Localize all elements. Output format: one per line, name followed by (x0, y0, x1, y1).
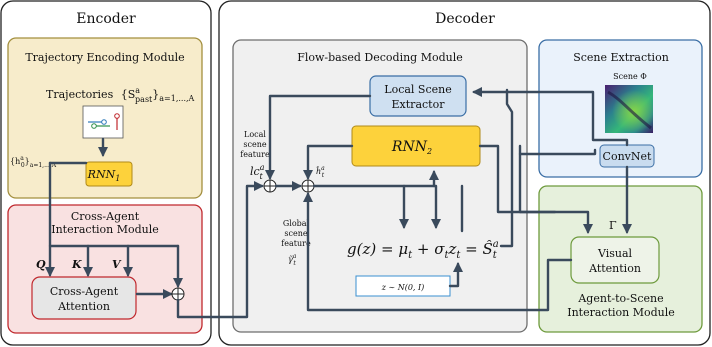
rnn1-label: RNN1 (87, 168, 121, 183)
scene-map-image (605, 85, 653, 133)
scene-extraction-title: Scene Extraction (573, 51, 669, 64)
rnn2-label: RNN2 (391, 139, 432, 156)
k-label: K (71, 258, 82, 271)
local-feature-line2: scene (243, 140, 266, 149)
visual-attention-line2: Attention (588, 262, 641, 275)
global-feature-line1: Global (283, 219, 310, 228)
visual-attention-block (570, 236, 660, 284)
agent-to-scene-title-line1: Agent-to-Scene (577, 292, 663, 305)
cross-agent-attention-line1: Cross-Agent (50, 285, 119, 298)
global-feature-line2: scene (284, 229, 307, 238)
local-extractor-line2: Extractor (392, 98, 446, 111)
local-feature-line3: feature (240, 150, 270, 159)
q-label: Q (36, 258, 46, 271)
global-feature-line3: feature (281, 239, 311, 248)
cross-agent-attention-line2: Attention (57, 300, 110, 313)
trajectory-icon (88, 113, 120, 130)
cross-agent-module-title-line2: Interaction Module (51, 223, 159, 236)
flow-module-title: Flow-based Decoding Module (297, 51, 463, 64)
v-label: V (112, 258, 122, 271)
trajectory-module-title: Trajectory Encoding Module (25, 51, 184, 64)
scene-label: Scene Φ (613, 72, 647, 81)
local-feature-sum-node (263, 179, 277, 193)
visual-attention-line1: Visual (597, 247, 633, 260)
encoder-title: Encoder (76, 11, 136, 27)
decoder-title: Decoder (435, 11, 495, 27)
cross-agent-module-title-line1: Cross-Agent (71, 210, 140, 223)
local-feature-line1: Local (244, 130, 266, 139)
local-extractor-line1: Local Scene (384, 83, 451, 96)
convnet-label: ConvNet (603, 150, 652, 163)
gamma-upper-label: Γ (609, 219, 617, 232)
cross-agent-sum-node (171, 287, 185, 301)
z-sample-label: z ∼ N(0, I) (381, 283, 425, 292)
rnn1-block (85, 161, 133, 187)
agent-to-scene-title-line2: Interaction Module (567, 306, 675, 319)
hidden-state-sum-node (301, 179, 315, 193)
